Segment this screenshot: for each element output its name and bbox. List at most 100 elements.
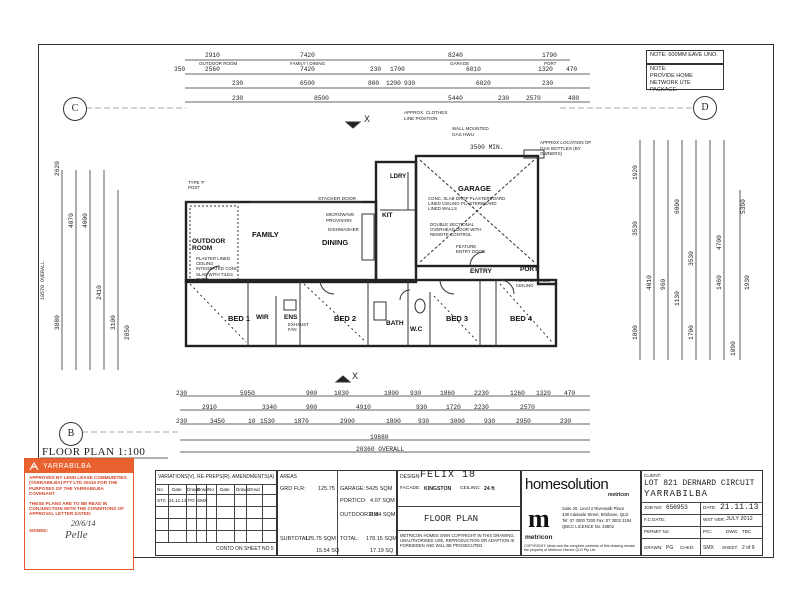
- area-subtotal-label: SUBTOTAL:: [280, 536, 311, 542]
- sheet-value: 2 of 9: [742, 545, 755, 551]
- dim-top-r3-1: 6500: [300, 80, 315, 87]
- dim-bot-r2-0: 2910: [202, 404, 217, 411]
- dim-left-4: 3100: [110, 315, 117, 330]
- area-garage-value: 5425 SQM: [366, 486, 393, 492]
- dim-top-label-3: PORT: [544, 61, 557, 66]
- room-wir: WIR: [256, 314, 269, 321]
- project-suburb: YARRABILBA: [644, 489, 709, 499]
- chkd-label: CHKD:: [680, 545, 695, 550]
- ceiling-label: CEILING:: [460, 486, 481, 491]
- job-label: JOB NO:: [644, 505, 663, 510]
- dim-top-r3-2: 800: [368, 80, 380, 87]
- section-mark-top: X: [364, 114, 371, 124]
- note-network-line2: PROVIDE HOME NETWORK UTE: [650, 73, 693, 86]
- dim-top-r4-4: 2570: [526, 95, 541, 102]
- dim-top-r1-1: 7420: [300, 52, 315, 59]
- dim-top-r4-0: 230: [232, 95, 244, 102]
- yarrabilba-logo-icon: [29, 461, 39, 471]
- note-exhaust: EXHAUST FAN: [288, 322, 309, 333]
- room-garage: GARAGE: [458, 184, 491, 193]
- note-eave-text: NOTE: 600MM EAVE UNO.: [650, 52, 718, 58]
- dim-top-r3-4: 930: [404, 80, 416, 87]
- dim-top-label-2: GARAGE: [450, 61, 470, 66]
- dim-top-r1-2: 8240: [448, 52, 463, 59]
- rev-vline-5: [216, 484, 217, 542]
- note-outdoor-finish: PLASTER LINED CEILING INTEGRATED CONC. S…: [196, 256, 240, 282]
- dim-bot-r3-6: 1800: [386, 418, 401, 425]
- note-garage-finish: CONC. SLAB DROP PLASTERBOARD LINED CEILI…: [428, 196, 506, 212]
- dim-bot-r3-8: 3000: [450, 418, 465, 425]
- date-value: 21.11.13: [720, 503, 759, 512]
- proj-vline: [700, 502, 701, 556]
- area-portico-value: 4.07 SQM: [370, 498, 395, 504]
- company-licence: QBCC LICENCE No. 40802: [562, 524, 614, 529]
- stamp-date: 20/6/14: [71, 518, 96, 528]
- area-total-sqm: 178.15 SQM: [366, 536, 397, 542]
- proj-line-2: [641, 514, 763, 515]
- room-dining: DINING: [322, 238, 349, 247]
- project-address: LOT 821 DERNARD CIRCUIT: [644, 479, 755, 488]
- area-total-label: TOTAL:: [340, 536, 359, 542]
- metricon-logo-icon: m: [528, 504, 550, 533]
- dim-top-r3-5: 6020: [476, 80, 491, 87]
- dim-bot-r1-2: 900: [306, 390, 318, 397]
- room-kitchen: KIT: [382, 212, 393, 219]
- dim-bot-r1-4: 1800: [384, 390, 399, 397]
- dim-bot-r1-6: 1860: [440, 390, 455, 397]
- rev-vline-1: [168, 484, 169, 542]
- dim-top-r2-2: 7420: [300, 66, 315, 73]
- wst-value: JULY 2012: [726, 516, 753, 522]
- drawn-label: DRAWN:: [644, 545, 663, 550]
- company-phone: Tel: 07 3000 7200 Fax: 07 3002 2194: [562, 518, 632, 523]
- dim-right-1: 3530: [632, 221, 639, 236]
- dim-bot-r1-5: 930: [410, 390, 422, 397]
- dim-right-10: 4700: [716, 235, 723, 250]
- stamp-signature: Pelle: [65, 529, 88, 542]
- note-network: NOTE: PROVIDE HOME NETWORK UTE PACKAGE.: [646, 64, 724, 93]
- fc-date-label: F.C DATE:: [644, 517, 666, 522]
- dim-top-r3-3: 1200: [386, 80, 401, 87]
- section-mark-bottom: X: [352, 371, 359, 381]
- company-address-2: 338 Adelaide Street, Brisbane, QLD: [562, 512, 629, 517]
- area-outdoor-label: OUTDOOR RM:: [340, 512, 380, 518]
- room-laundry: LDRY: [390, 174, 407, 180]
- area-ground-label: GRD FLR:: [280, 486, 306, 492]
- dim-left-7: 2850: [124, 325, 131, 340]
- rev-col-6: Drawn: [236, 487, 250, 492]
- dim-overall-2: 20360 OVERALL: [356, 446, 405, 453]
- stamp-conditions-text: THESE PLANS ARE TO BE READ IN CONJUNCTIO…: [29, 500, 124, 517]
- note-post: TYPE 'F' POST: [188, 180, 206, 191]
- dim-bot-r3-11: 230: [560, 418, 572, 425]
- dim-bot-r3-9: 930: [484, 418, 496, 425]
- dim-bot-r2-6: 2230: [474, 404, 489, 411]
- design-name: FELIX 18: [420, 470, 477, 481]
- dim-right-0: 1920: [632, 165, 639, 180]
- areas-divider: [337, 470, 338, 556]
- rev-vline-2: [186, 484, 187, 542]
- dim-right-12: 1930: [744, 275, 751, 290]
- dim-top-r3-0: 230: [232, 80, 244, 87]
- stamp-approval-text: APPROVED BY LEND LEASE COMMUNITIES (YARR…: [29, 475, 127, 497]
- dim-right-9: 1460: [716, 275, 723, 290]
- dim-bot-r3-0: 230: [176, 418, 188, 425]
- dim-top-r2-5: 6010: [466, 66, 481, 73]
- grid-marker-c: C: [63, 97, 87, 121]
- room-ensuite: ENS: [284, 314, 298, 321]
- dim-bot-r2-1: 3340: [262, 404, 277, 411]
- dim-top-r2-7: 470: [566, 66, 578, 73]
- rev-row1-1: 21.11.13: [169, 498, 187, 503]
- wst-label: WST VER:: [703, 517, 726, 522]
- company-block: [521, 470, 641, 556]
- ceiling-value: 24 ft: [484, 486, 495, 492]
- design-line-2: [397, 530, 521, 531]
- dim-bot-r1-10: 470: [564, 390, 576, 397]
- note-gas-meter: WALL MOUNTED GAS HWU: [452, 126, 489, 137]
- rev-col-5: Date: [220, 487, 230, 492]
- note-clothes-line: APPROX. CLOTHES LINE POSITION: [404, 110, 448, 121]
- note-feature-door: FEATURE ENTRY DOOR: [456, 244, 486, 255]
- proj-line-4: [641, 538, 763, 539]
- dim-bot-r3-4: 1870: [294, 418, 309, 425]
- drawing-sheet: [38, 44, 774, 558]
- rev-col-7: Drwd: [249, 487, 260, 492]
- dim-left-3: 2410: [96, 285, 103, 300]
